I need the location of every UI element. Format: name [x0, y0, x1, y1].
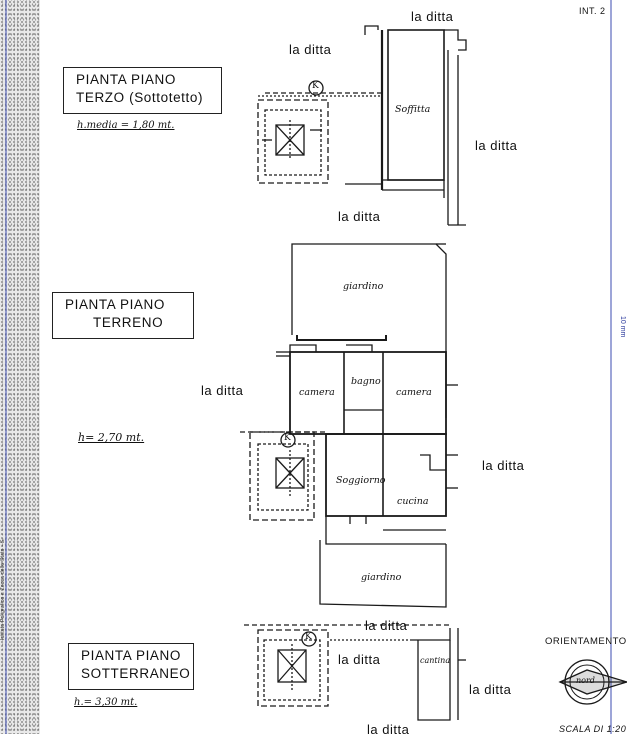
basement-plan	[244, 624, 466, 721]
compass-rose	[558, 659, 627, 705]
paper-texture-strip	[0, 0, 40, 734]
third-floor-stair-mark: K	[312, 81, 319, 91]
room-label-giardino-north: giardino	[343, 281, 384, 292]
room-label-giardino-south: giardino	[361, 572, 402, 583]
basement-title-box: PIANTA PIANO SOTTERRANEO	[68, 643, 194, 690]
neighbor-label-third-top: la ditta	[411, 9, 454, 24]
sheet-number: INT. 2	[579, 6, 606, 16]
third-floor-title-box: PIANTA PIANO TERZO (Sottotetto)	[63, 67, 222, 114]
neighbor-label-basement-bottom: la ditta	[367, 722, 410, 737]
neighbor-label-ground-right: la ditta	[482, 458, 525, 473]
neighbor-label-third-bottom: la ditta	[338, 209, 381, 224]
basement-stair-mark: K	[305, 632, 312, 642]
orientation-label: ORIENTAMENTO	[545, 636, 627, 647]
neighbor-label-basement-top: la ditta	[365, 618, 408, 633]
room-label-camera-right: camera	[396, 387, 432, 398]
ground-floor-title-line1: PIANTA PIANO	[65, 297, 165, 312]
neighbor-label-basement-left: la ditta	[338, 652, 381, 667]
basement-title-line2: SOTTERRANEO	[81, 666, 191, 681]
ground-floor-stair-mark: K	[284, 433, 291, 443]
room-label-bagno: bagno	[351, 376, 381, 387]
third-floor-title-line1: PIANTA PIANO	[76, 72, 176, 87]
ground-floor-title-line2: TERRENO	[93, 315, 164, 330]
room-label-soggiorno: Soggiorno	[336, 475, 386, 486]
room-label-cucina: cucina	[397, 496, 429, 507]
basement-height-note: h.= 3,30 mt.	[74, 697, 138, 708]
neighbor-label-ground-left: la ditta	[201, 383, 244, 398]
scale-label: SCALA DI 1:20	[559, 724, 627, 734]
basement-title-line1: PIANTA PIANO	[81, 648, 181, 663]
third-floor-title-line2: TERZO (Sottotetto)	[76, 90, 204, 105]
room-label-camera-left: camera	[299, 387, 335, 398]
ground-floor-height-note: h= 2,70 mt.	[78, 431, 145, 444]
room-label-soffitta: Soffitta	[395, 104, 431, 115]
neighbor-label-third-left: la ditta	[289, 42, 332, 57]
neighbor-label-basement-right: la ditta	[469, 682, 512, 697]
third-floor-plan	[257, 25, 467, 226]
scale-reference-mark: 10 mm	[619, 316, 626, 338]
third-floor-height-note: h.media = 1,80 mt.	[77, 120, 175, 131]
ground-floor-title-box: PIANTA PIANO TERRENO	[52, 292, 194, 339]
neighbor-label-third-right: la ditta	[475, 138, 518, 153]
room-label-cantina: cantina	[420, 656, 451, 665]
ground-floor-plan	[240, 243, 458, 608]
compass-north-label: nord	[576, 676, 595, 685]
